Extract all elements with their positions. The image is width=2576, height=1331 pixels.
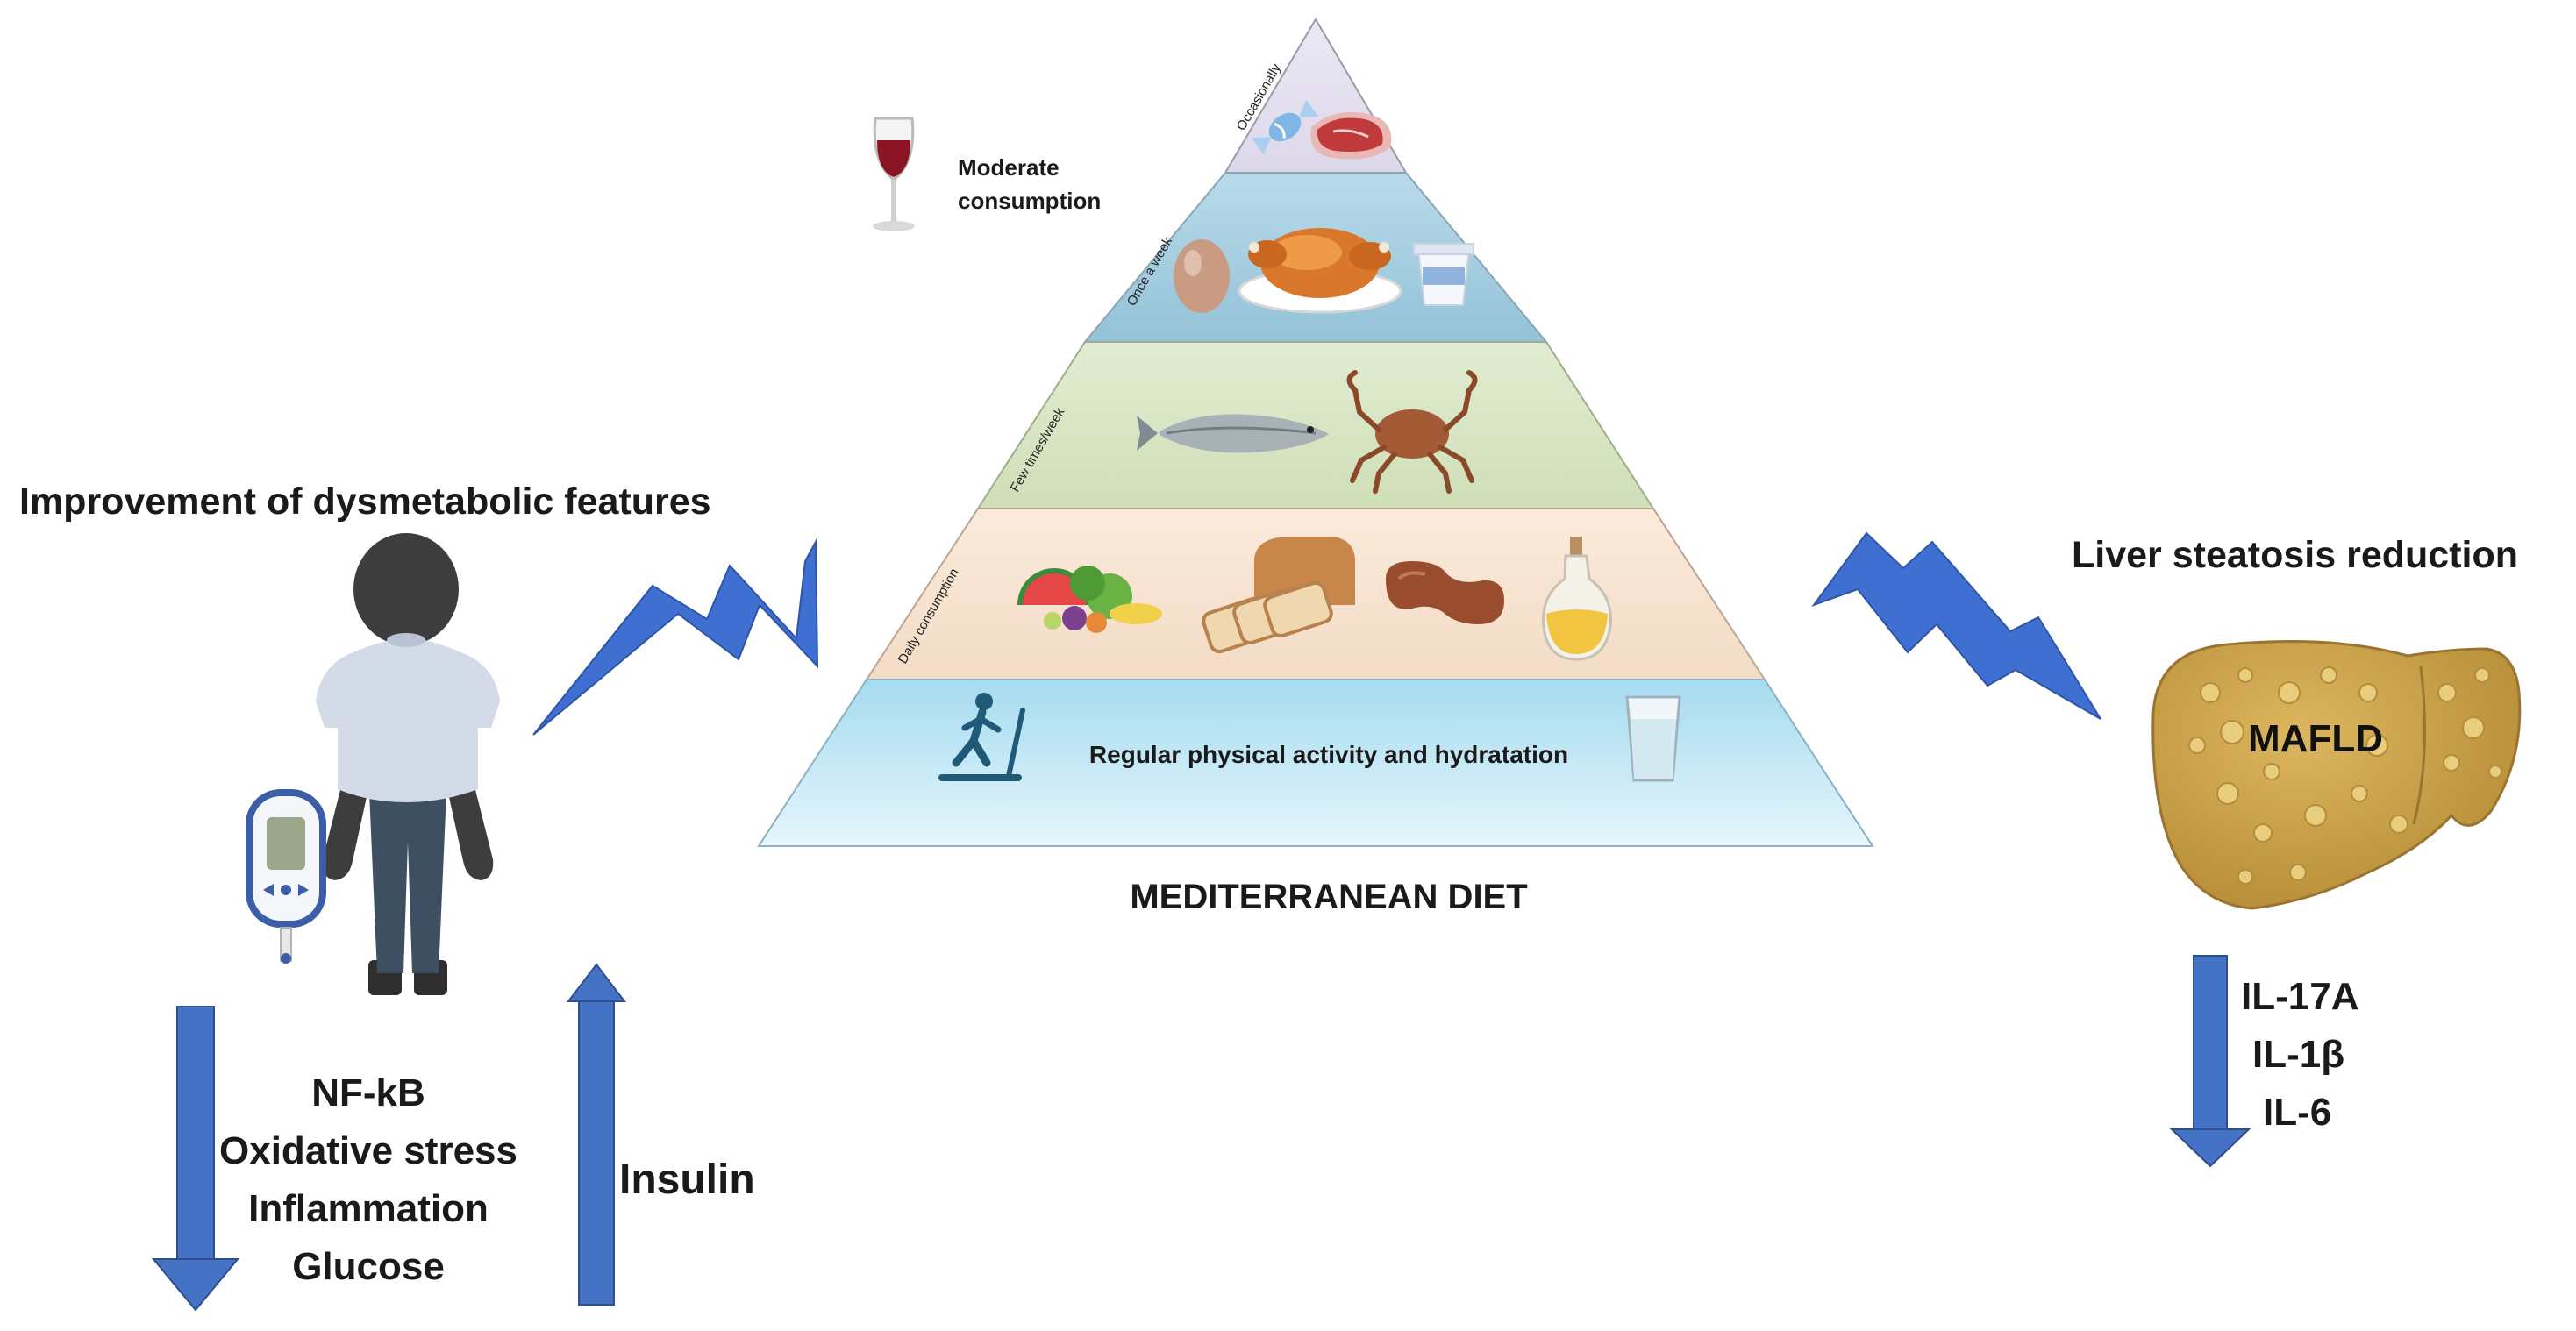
peanut-icon [1386,561,1504,624]
liver-icon [2151,640,2522,910]
pyramid-title: MEDITERRANEAN DIET [1130,878,1528,916]
arrow-up-insulin [566,963,627,1306]
roast-chicken-icon [1238,228,1402,314]
marker-glucose: Glucose [292,1245,445,1288]
marker-oxidative-stress: Oxidative stress [219,1129,517,1172]
wine-note-line1: Moderate [958,154,1060,181]
candy-icon [1251,99,1319,155]
steak-icon [1310,111,1392,160]
glucometer-icon [246,789,326,964]
fish-icon [1137,414,1329,453]
lightning-bolt-left [532,538,819,736]
marker-nf-kb: NF-kB [311,1071,425,1114]
pyramid-tier-base [757,679,1874,847]
person-figure [316,533,500,995]
fruits-vegetables-icon [1017,566,1162,633]
lightning-bolt-right [1811,531,2101,720]
fat-droplets [2188,666,2502,885]
marker-il-1b: IL-1β [2252,1033,2345,1076]
marker-inflammation: Inflammation [248,1187,489,1230]
pyramid-tier-few-times-week [976,341,1655,509]
yogurt-icon [1413,243,1474,306]
liver-label: MAFLD [2248,717,2383,760]
bread-icon [1202,537,1355,654]
base-tier-text: Regular physical activity and hydratatio… [1089,741,1568,768]
olive-oil-icon [1542,537,1612,661]
right-title: Liver steatosis reduction [2072,534,2518,576]
egg-icon [1174,239,1230,313]
wine-note-line2: consumption [958,188,1102,214]
wine-glass-icon [873,117,915,231]
arrow-down-left [151,1006,240,1312]
crab-icon [1346,370,1478,494]
treadmill-runner-icon [938,693,1025,781]
water-glass-icon [1625,695,1681,782]
arrow-down-right [2169,955,2251,1168]
marker-il-17a: IL-17A [2241,975,2359,1018]
food-pyramid: Occasionally Once a week Few times/week … [757,18,1874,847]
marker-insulin: Insulin [619,1157,755,1203]
left-title: Improvement of dysmetabolic features [19,480,711,523]
marker-il-6: IL-6 [2263,1091,2332,1134]
